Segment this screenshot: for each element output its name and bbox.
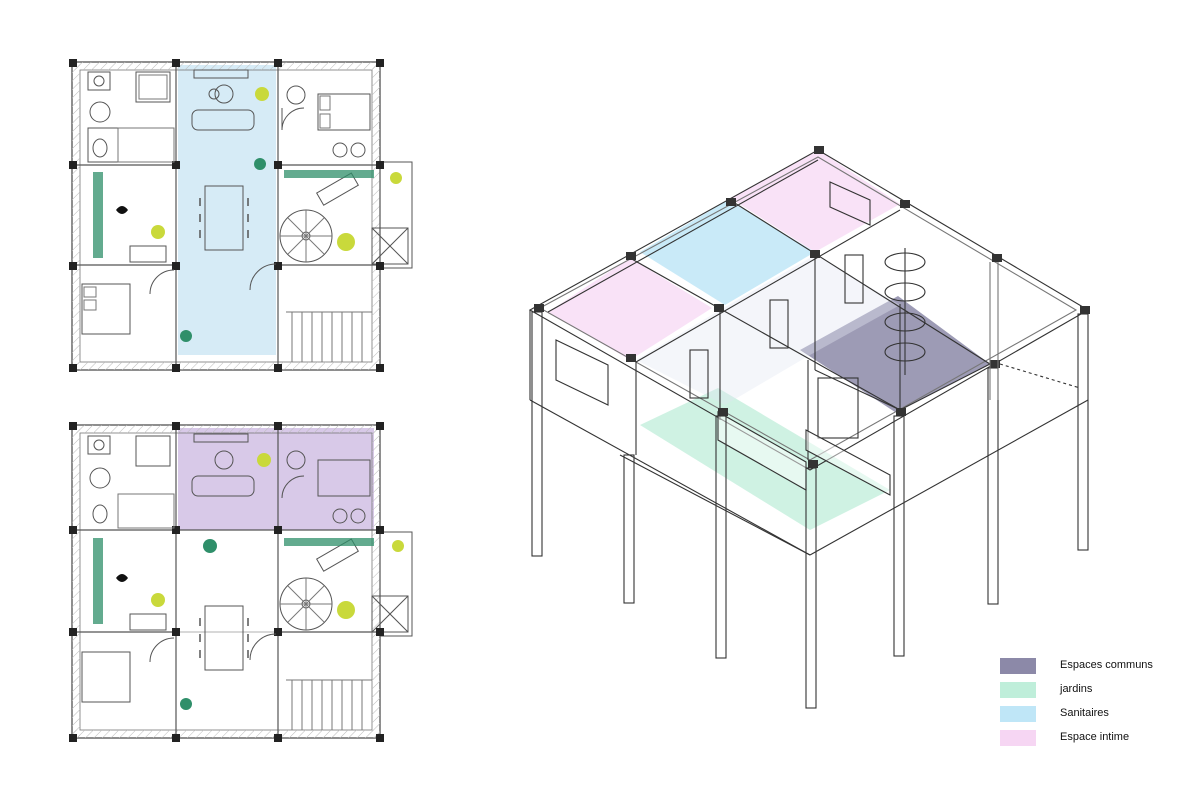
living-zone-fill — [178, 65, 276, 355]
plants — [151, 453, 404, 619]
legend-item: Espaces communs — [1000, 656, 1190, 680]
spiral-stair — [279, 577, 333, 631]
iso-spiral-stair — [884, 248, 926, 375]
plants — [151, 87, 402, 251]
columns — [69, 422, 384, 742]
pilotis — [531, 262, 1089, 709]
dining-table — [204, 605, 244, 671]
sofa — [191, 109, 255, 131]
balcony — [379, 531, 413, 637]
legend-label: jardins — [1060, 683, 1093, 695]
intime-zone-fill — [178, 428, 374, 530]
hedge — [93, 538, 103, 624]
legend-swatch — [1000, 706, 1036, 722]
legend-swatch — [1000, 682, 1036, 698]
spiral-stair — [279, 209, 333, 263]
legend-item: Espace intime — [1000, 728, 1190, 752]
zone-communs — [800, 296, 990, 412]
legend-swatch — [1000, 730, 1036, 746]
floor-plan-bottom — [69, 422, 413, 742]
sofa — [191, 475, 255, 497]
isometric-model — [528, 146, 1090, 709]
balcony — [379, 161, 413, 269]
dining-table — [204, 185, 244, 251]
legend-swatch — [1000, 658, 1036, 674]
legend-label: Espace intime — [1060, 731, 1130, 743]
zone-intime-left — [548, 258, 712, 360]
legend-item: jardins — [1000, 680, 1190, 704]
legend-label: Espaces communs — [1060, 659, 1153, 671]
legend-label: Sanitaires — [1060, 707, 1109, 719]
hedge — [93, 172, 103, 258]
columns — [69, 59, 384, 372]
floor-plan-top — [69, 59, 413, 372]
legend-item: Sanitaires — [1000, 704, 1190, 728]
